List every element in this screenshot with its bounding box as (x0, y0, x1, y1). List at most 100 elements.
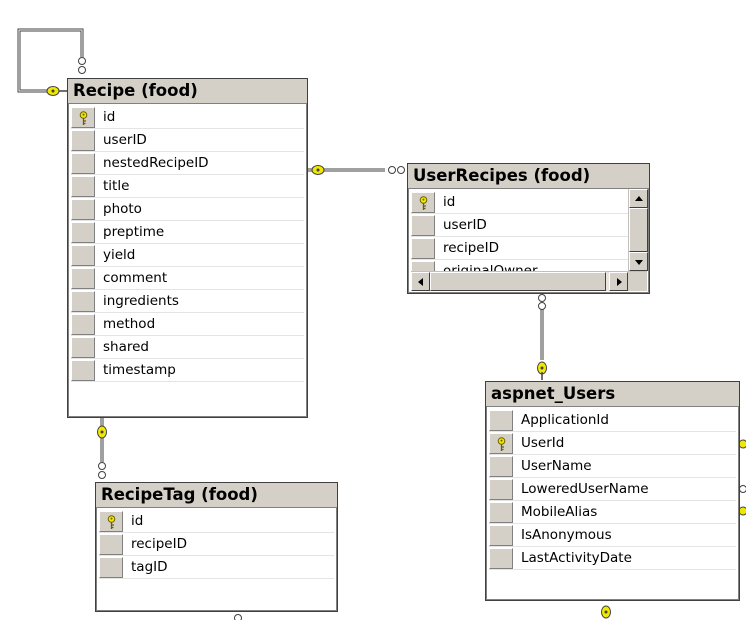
column-row[interactable]: timestamp (71, 359, 304, 382)
row-selector[interactable] (71, 360, 95, 381)
column-row[interactable]: nestedRecipeID (71, 152, 304, 175)
column-name: ApplicationId (521, 412, 609, 428)
column-row[interactable]: UserName (489, 455, 736, 478)
column-row[interactable]: recipeID (411, 237, 628, 260)
column-name: id (443, 194, 456, 210)
column-name: UserName (521, 458, 592, 474)
column-row[interactable]: yield (71, 244, 304, 267)
row-selector[interactable] (489, 502, 513, 523)
column-name: UserId (521, 435, 565, 451)
row-selector[interactable] (489, 433, 513, 454)
column-name: id (103, 109, 116, 125)
row-selector[interactable] (489, 456, 513, 477)
column-row[interactable]: userID (71, 129, 304, 152)
row-selector[interactable] (71, 314, 95, 335)
column-name: preptime (103, 224, 165, 240)
row-selector[interactable] (411, 238, 435, 259)
row-selector[interactable] (71, 245, 95, 266)
table-title[interactable]: aspnet_Users (486, 382, 739, 407)
connector-aspnetusers-bottom-partial[interactable] (601, 605, 611, 619)
row-selector[interactable] (71, 153, 95, 174)
row-selector[interactable] (99, 557, 123, 578)
column-name: yield (103, 247, 136, 263)
row-selector[interactable] (71, 222, 95, 243)
column-row[interactable]: id (411, 191, 628, 214)
column-name: photo (103, 201, 142, 217)
connector-userrecipes-aspnetusers[interactable] (537, 294, 547, 381)
column-row[interactable]: comment (71, 267, 304, 290)
column-row[interactable]: recipeID (99, 533, 334, 556)
row-selector[interactable] (71, 176, 95, 197)
table-title[interactable]: RecipeTag (food) (96, 483, 337, 508)
column-name: id (131, 513, 144, 529)
column-row[interactable]: originalOwner (411, 260, 628, 271)
scroll-thumb[interactable] (430, 272, 606, 291)
scroll-corner (628, 272, 647, 291)
column-row[interactable]: method (71, 313, 304, 336)
column-name: MobileAlias (521, 504, 598, 520)
row-selector[interactable] (411, 192, 435, 213)
connector-recipe-userrecipes[interactable] (308, 165, 405, 175)
column-row[interactable]: userID (411, 214, 628, 237)
column-name: comment (103, 270, 168, 286)
vertical-scrollbar[interactable] (628, 189, 648, 271)
connector-recipe-recipetag[interactable] (97, 418, 107, 479)
row-selector[interactable] (71, 291, 95, 312)
row-selector[interactable] (489, 479, 513, 500)
column-row[interactable]: ingredients (71, 290, 304, 313)
primary-key-icon (497, 437, 506, 451)
column-row[interactable]: title (71, 175, 304, 198)
row-selector[interactable] (71, 199, 95, 220)
column-name: originalOwner (443, 263, 538, 271)
column-name: LoweredUserName (521, 481, 649, 497)
row-selector[interactable] (71, 107, 95, 128)
primary-key-icon (107, 515, 116, 529)
scroll-left-button[interactable] (411, 272, 430, 291)
connector-aspnetusers-right-partial[interactable] (738, 439, 746, 516)
table-title[interactable]: UserRecipes (food) (408, 164, 649, 189)
row-selector[interactable] (71, 337, 95, 358)
row-selector[interactable] (489, 410, 513, 431)
row-selector[interactable] (71, 268, 95, 289)
column-name: timestamp (103, 362, 176, 378)
column-row[interactable]: LastActivityDate (489, 547, 736, 570)
table-title[interactable]: Recipe (food) (68, 79, 307, 104)
row-selector[interactable] (411, 215, 435, 236)
scroll-down-button[interactable] (629, 252, 648, 271)
connector-recipetag-bottom-partial[interactable] (234, 614, 242, 620)
column-row[interactable]: preptime (71, 221, 304, 244)
column-row[interactable]: tagID (99, 556, 334, 579)
row-selector[interactable] (71, 130, 95, 151)
row-selector[interactable] (411, 261, 435, 271)
row-selector[interactable] (99, 534, 123, 555)
column-row[interactable]: id (99, 510, 334, 533)
row-selector[interactable] (489, 525, 513, 546)
column-row[interactable]: IsAnonymous (489, 524, 736, 547)
column-row[interactable]: photo (71, 198, 304, 221)
scroll-thumb[interactable] (629, 208, 648, 252)
column-row[interactable]: UserId (489, 432, 736, 455)
column-name: IsAnonymous (521, 527, 612, 543)
scroll-up-button[interactable] (629, 189, 648, 208)
column-row[interactable]: id (71, 106, 304, 129)
column-name: method (103, 316, 156, 332)
column-name: title (103, 178, 130, 194)
arrow-down-icon (635, 260, 643, 265)
horizontal-scrollbar[interactable] (411, 271, 647, 291)
scroll-right-button[interactable] (609, 272, 628, 291)
column-row[interactable]: shared (71, 336, 304, 359)
row-selector[interactable] (489, 548, 513, 569)
column-row[interactable]: ApplicationId (489, 409, 736, 432)
column-row[interactable]: MobileAlias (489, 501, 736, 524)
column-row[interactable]: LoweredUserName (489, 478, 736, 501)
column-name: shared (103, 339, 149, 355)
row-selector[interactable] (99, 511, 123, 532)
